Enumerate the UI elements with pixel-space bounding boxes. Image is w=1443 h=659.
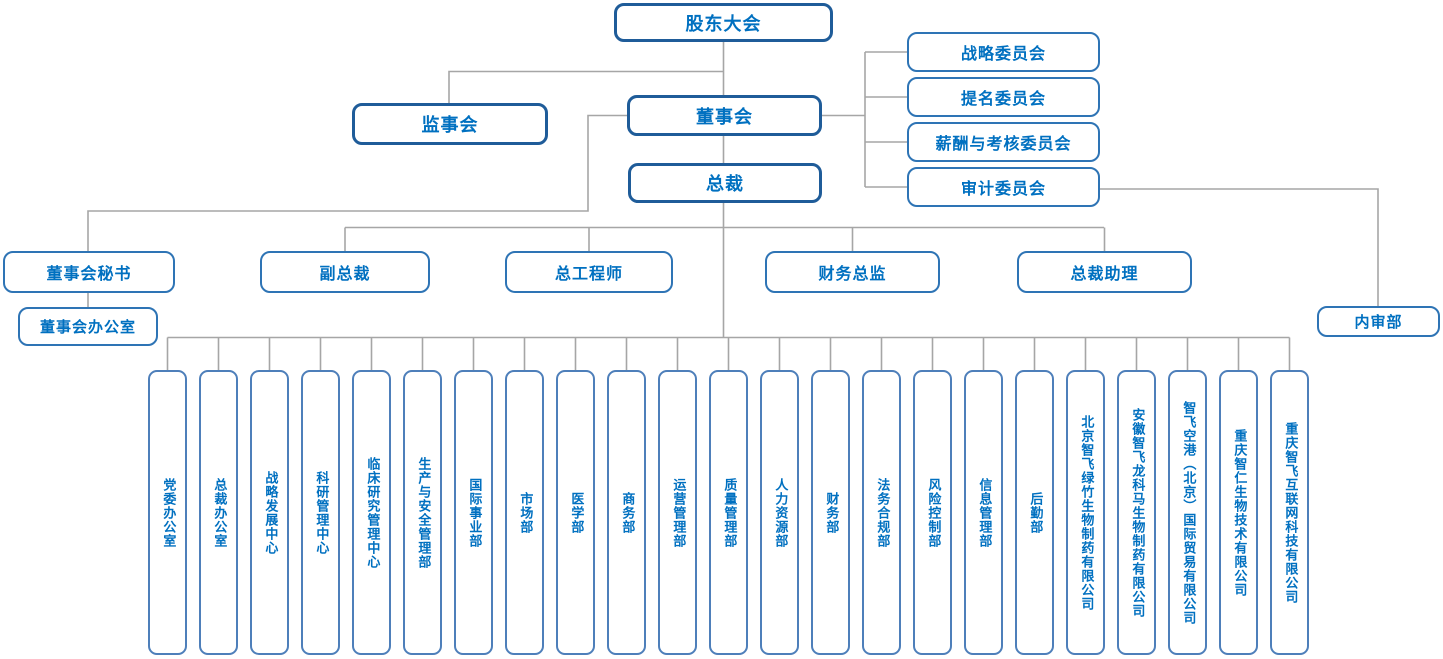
department-box: 后勤部 — [1015, 370, 1054, 655]
connector-line — [87, 114, 627, 251]
department-label: 战略发展中心 — [262, 470, 278, 555]
chief-engineer-box: 总工程师 — [505, 251, 673, 293]
committee-box: 审计委员会 — [907, 167, 1100, 207]
department-box: 临床研究管理中心 — [352, 370, 391, 655]
department-box: 运营管理部 — [658, 370, 697, 655]
vice-president-box: 副总裁 — [260, 251, 430, 293]
department-label: 重庆智仁生物技术有限公司 — [1231, 428, 1247, 597]
subsidiary-box: 重庆智仁生物技术有限公司 — [1219, 370, 1258, 655]
department-box: 总裁办公室 — [199, 370, 238, 655]
department-box: 商务部 — [607, 370, 646, 655]
committee-box: 提名委员会 — [907, 77, 1100, 117]
department-box: 战略发展中心 — [250, 370, 289, 655]
department-label: 总裁办公室 — [211, 477, 227, 548]
department-label: 重庆智飞互联网科技有限公司 — [1282, 421, 1298, 604]
president-box: 总裁 — [628, 163, 822, 203]
subsidiary-box: 智飞空港（北京）国际贸易有限公司 — [1168, 370, 1207, 655]
president-assistant-box: 总裁助理 — [1017, 251, 1192, 293]
department-box: 风险控制部 — [913, 370, 952, 655]
supervisory-board-box: 监事会 — [352, 103, 548, 145]
department-label: 科研管理中心 — [313, 470, 329, 555]
department-box: 人力资源部 — [760, 370, 799, 655]
department-label: 北京智飞绿竹生物制药有限公司 — [1078, 414, 1094, 611]
department-label: 国际事业部 — [466, 477, 482, 548]
department-box: 财务部 — [811, 370, 850, 655]
department-box: 法务合规部 — [862, 370, 901, 655]
department-box: 市场部 — [505, 370, 544, 655]
department-box: 党委办公室 — [148, 370, 187, 655]
department-box: 质量管理部 — [709, 370, 748, 655]
department-label: 商务部 — [619, 491, 635, 534]
department-box: 信息管理部 — [964, 370, 1003, 655]
finance-director-box: 财务总监 — [765, 251, 940, 293]
department-box: 科研管理中心 — [301, 370, 340, 655]
board-secretary-box: 董事会秘书 — [3, 251, 175, 293]
board-of-directors-box: 董事会 — [627, 95, 822, 136]
department-label: 市场部 — [517, 491, 533, 534]
department-label: 后勤部 — [1027, 491, 1043, 534]
committee-box: 薪酬与考核委员会 — [907, 122, 1100, 162]
department-label: 风险控制部 — [925, 477, 941, 548]
department-label: 临床研究管理中心 — [364, 456, 380, 569]
department-label: 质量管理部 — [721, 477, 737, 548]
department-label: 党委办公室 — [160, 477, 176, 548]
department-box: 生产与安全管理部 — [403, 370, 442, 655]
subsidiary-box: 重庆智飞互联网科技有限公司 — [1270, 370, 1309, 655]
subsidiary-box: 北京智飞绿竹生物制药有限公司 — [1066, 370, 1105, 655]
department-label: 财务部 — [823, 491, 839, 534]
committee-box: 战略委员会 — [907, 32, 1100, 72]
department-label: 法务合规部 — [874, 477, 890, 548]
department-label: 智飞空港（北京）国际贸易有限公司 — [1180, 400, 1196, 625]
connector-line — [1100, 188, 1379, 306]
department-label: 信息管理部 — [976, 477, 992, 548]
department-box: 国际事业部 — [454, 370, 493, 655]
department-label: 生产与安全管理部 — [415, 456, 431, 569]
internal-audit-box: 内审部 — [1317, 306, 1440, 337]
board-office-box: 董事会办公室 — [18, 307, 158, 346]
department-box: 医学部 — [556, 370, 595, 655]
subsidiary-box: 安徽智飞龙科马生物制药有限公司 — [1117, 370, 1156, 655]
department-label: 运营管理部 — [670, 477, 686, 548]
department-label: 人力资源部 — [772, 477, 788, 548]
department-label: 医学部 — [568, 491, 584, 534]
connector-line — [448, 70, 724, 103]
shareholders-meeting-box: 股东大会 — [614, 3, 833, 42]
department-label: 安徽智飞龙科马生物制药有限公司 — [1129, 407, 1145, 618]
